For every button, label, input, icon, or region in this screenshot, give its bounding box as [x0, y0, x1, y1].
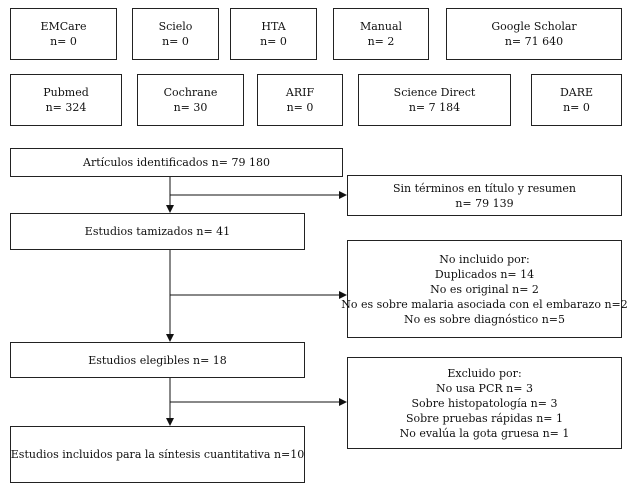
excluded-reason: Sobre histopatología n= 3	[411, 396, 558, 410]
source-name: Google Scholar	[491, 20, 577, 33]
excluded-reason: No evalúa la gota gruesa n= 1	[399, 426, 570, 440]
source-dare: DARE n= 0	[531, 74, 622, 126]
source-name: ARIF	[285, 86, 315, 99]
identified-label: Artículos identificados n= 79 180	[83, 156, 270, 169]
source-name: DARE	[559, 86, 594, 99]
source-name: HTA	[261, 20, 286, 33]
source-emcare: EMCare n= 0	[10, 8, 117, 60]
no-terms-count: n= 79 139	[455, 196, 514, 210]
source-count: n= 0	[563, 101, 590, 114]
not-included-reason: Duplicados n= 14	[434, 267, 535, 281]
source-hta: HTA n= 0	[230, 8, 317, 60]
not-included-reason: No es original n= 2	[430, 282, 539, 296]
excluded-box: Excluido por: No usa PCR n= 3 Sobre hist…	[347, 357, 622, 449]
eligible-label: Estudios elegibles n= 18	[88, 353, 227, 367]
source-arif: ARIF n= 0	[257, 74, 343, 126]
included-label: Estudios incluidos para la síntesis cuan…	[10, 448, 305, 461]
source-pubmed: Pubmed n= 324	[10, 74, 122, 126]
source-count: n= 324	[45, 101, 87, 114]
source-count: n= 7 184	[408, 101, 461, 114]
source-name: EMCare	[40, 20, 87, 33]
no-terms-line: Sin términos en título y resumen	[392, 181, 577, 195]
source-google-scholar: Google Scholar n= 71 640	[446, 8, 622, 60]
source-scielo: Scielo n= 0	[132, 8, 219, 60]
source-count: n= 0	[286, 101, 314, 114]
source-name: Scielo	[158, 20, 193, 33]
source-manual: Manual n= 2	[333, 8, 429, 60]
source-science-direct: Science Direct n= 7 184	[358, 74, 511, 126]
source-name: Manual	[359, 20, 403, 33]
source-count: n= 71 640	[504, 35, 564, 48]
no-terms-box: Sin términos en título y resumen n= 79 1…	[347, 175, 622, 216]
screened-label: Estudios tamizados n= 41	[84, 225, 231, 238]
included-box: Estudios incluidos para la síntesis cuan…	[10, 426, 305, 483]
not-included-reason: No es sobre malaria asociada con el emba…	[341, 297, 628, 311]
excluded-heading: Excluido por:	[447, 366, 522, 380]
screened-box: Estudios tamizados n= 41	[10, 213, 305, 250]
source-count: n= 2	[367, 35, 395, 48]
excluded-reason: No usa PCR n= 3	[436, 381, 533, 395]
excluded-reason: Sobre pruebas rápidas n= 1	[405, 411, 563, 425]
source-name: Cochrane	[163, 86, 218, 99]
not-included-box: No incluido por: Duplicados n= 14 No es …	[341, 240, 628, 338]
source-count: n= 0	[260, 35, 287, 48]
identified-box: Artículos identificados n= 79 180	[10, 148, 343, 177]
not-included-reason: No es sobre diagnóstico n=5	[404, 312, 565, 326]
source-count: n= 30	[173, 101, 208, 114]
source-name: Pubmed	[43, 86, 89, 99]
source-count: n= 0	[50, 35, 77, 48]
not-included-heading: No incluido por:	[439, 252, 530, 266]
eligible-box: Estudios elegibles n= 18	[10, 342, 305, 378]
source-count: n= 0	[162, 35, 189, 48]
source-name: Science Direct	[393, 86, 476, 99]
source-cochrane: Cochrane n= 30	[137, 74, 244, 126]
